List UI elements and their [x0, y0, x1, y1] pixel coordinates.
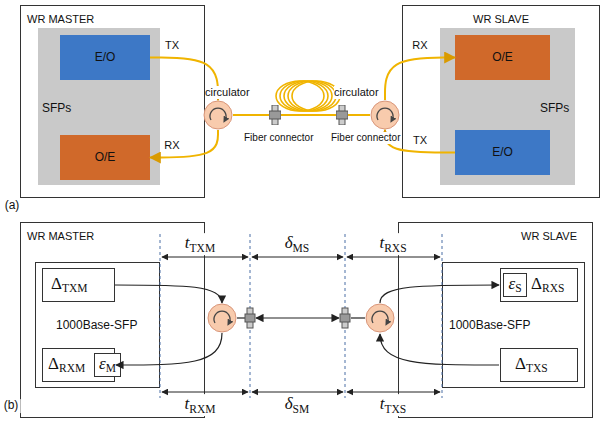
port-label: TX — [163, 39, 181, 52]
delay-box: ΔTXS — [500, 348, 578, 382]
delay-box: ΔTXM — [42, 268, 115, 302]
fiber-connector-symbol — [340, 308, 350, 328]
circulator-body — [371, 101, 399, 129]
node-label: SFPs — [540, 102, 569, 116]
node-label: WR SLAVE — [473, 13, 529, 26]
fiber-link — [348, 114, 370, 116]
delay-label: tRXM — [182, 394, 217, 416]
fiber-link — [281, 114, 336, 116]
fiber-connector-symbol — [269, 105, 281, 125]
span-arrows — [162, 257, 440, 392]
delay-symbol: ΔRXM — [48, 354, 85, 376]
transmitter-box: E/O — [60, 35, 150, 80]
device-box: WR MASTER 1000Base-SFP ΔTXM ΔRXM εM — [20, 222, 205, 418]
delay-symbol: ΔRXS — [531, 274, 564, 296]
fiber-link — [385, 130, 455, 153]
node-label: E/O — [492, 146, 513, 160]
node-label: Fiber connector — [331, 132, 400, 144]
delay-symbol: εM — [99, 354, 116, 376]
port-label: RX — [162, 139, 181, 152]
circulator: circulator — [203, 100, 233, 130]
circulator-symbol — [370, 100, 400, 130]
fiber-link — [150, 130, 218, 158]
node-label: 1000Base-SFP — [449, 319, 530, 333]
panel-label: (b) — [2, 399, 21, 413]
delay-box: ΔRXM εM — [42, 348, 115, 382]
fiber-link — [233, 114, 269, 116]
receiver-box: O/E — [455, 35, 550, 80]
delay-label: tTXS — [378, 394, 409, 416]
delay-label: tTXM — [183, 233, 217, 255]
fiber-loop — [288, 81, 336, 111]
circulator: circulator — [370, 100, 400, 130]
node-label: O/E — [492, 51, 513, 65]
fiber-link — [150, 58, 218, 101]
fiber-connector: Fiber connector — [269, 105, 281, 125]
connector-flange — [336, 111, 348, 119]
panel-label: (a) — [3, 199, 22, 213]
circulator-arrow — [210, 108, 226, 120]
reference-lines — [160, 234, 442, 398]
device-box: WR SLAVE 1000Base-SFP ΔRXS εS ΔTXS — [398, 222, 593, 418]
receiver-box: O/E — [60, 135, 150, 180]
sfp-box: 1000Base-SFP ΔRXS εS ΔTXS — [442, 262, 585, 388]
circulator-symbol — [208, 304, 236, 332]
node-label: WR SLAVE — [521, 230, 577, 243]
circulator-body — [204, 101, 232, 129]
fiber-coil — [276, 81, 340, 111]
connector-flange — [269, 111, 281, 119]
node-label: E/O — [95, 51, 116, 65]
node-label: SFPs — [42, 102, 71, 116]
delay-symbol: εS — [508, 274, 521, 296]
transmitter-box: E/O — [455, 130, 550, 175]
circulator-arrow — [377, 108, 393, 120]
fiber-connector-symbol — [336, 105, 348, 125]
node-label: WR MASTER — [27, 13, 94, 26]
node-label: circulator — [205, 86, 250, 99]
sfp-region: SFPs E/O O/E — [38, 28, 160, 185]
fiber-loop — [292, 81, 340, 111]
delay-symbol: ΔTXS — [515, 354, 548, 376]
node-label: 1000Base-SFP — [56, 319, 137, 333]
delay-symbol: ΔTXM — [51, 274, 88, 296]
fiber-link — [385, 58, 455, 101]
asymmetry-box: εS — [503, 273, 527, 297]
fiber-connector-symbol — [245, 308, 255, 328]
delay-label: δMS — [283, 233, 312, 255]
node-label: O/E — [95, 151, 116, 165]
fiber-connector: Fiber connector — [336, 105, 348, 125]
sfp-region: SFPs O/E E/O — [440, 28, 575, 185]
device-box: WR SLAVE SFPs O/E E/O — [402, 5, 600, 198]
delay-label: δSM — [283, 394, 312, 416]
circulator-symbol — [366, 304, 394, 332]
delay-label: tRXS — [377, 233, 408, 255]
signal-paths — [115, 285, 499, 365]
port-label: TX — [411, 134, 429, 147]
device-box: WR MASTER SFPs E/O O/E — [20, 5, 205, 198]
node-label: circulator — [334, 86, 379, 99]
node-label: Fiber connector — [244, 132, 313, 144]
sfp-box: 1000Base-SFP ΔTXM ΔRXM εM — [35, 262, 160, 388]
port-label: RX — [410, 39, 429, 52]
delay-box: ΔRXS εS — [500, 268, 578, 302]
circulator-symbol — [203, 100, 233, 130]
node-label: WR MASTER — [27, 230, 94, 243]
